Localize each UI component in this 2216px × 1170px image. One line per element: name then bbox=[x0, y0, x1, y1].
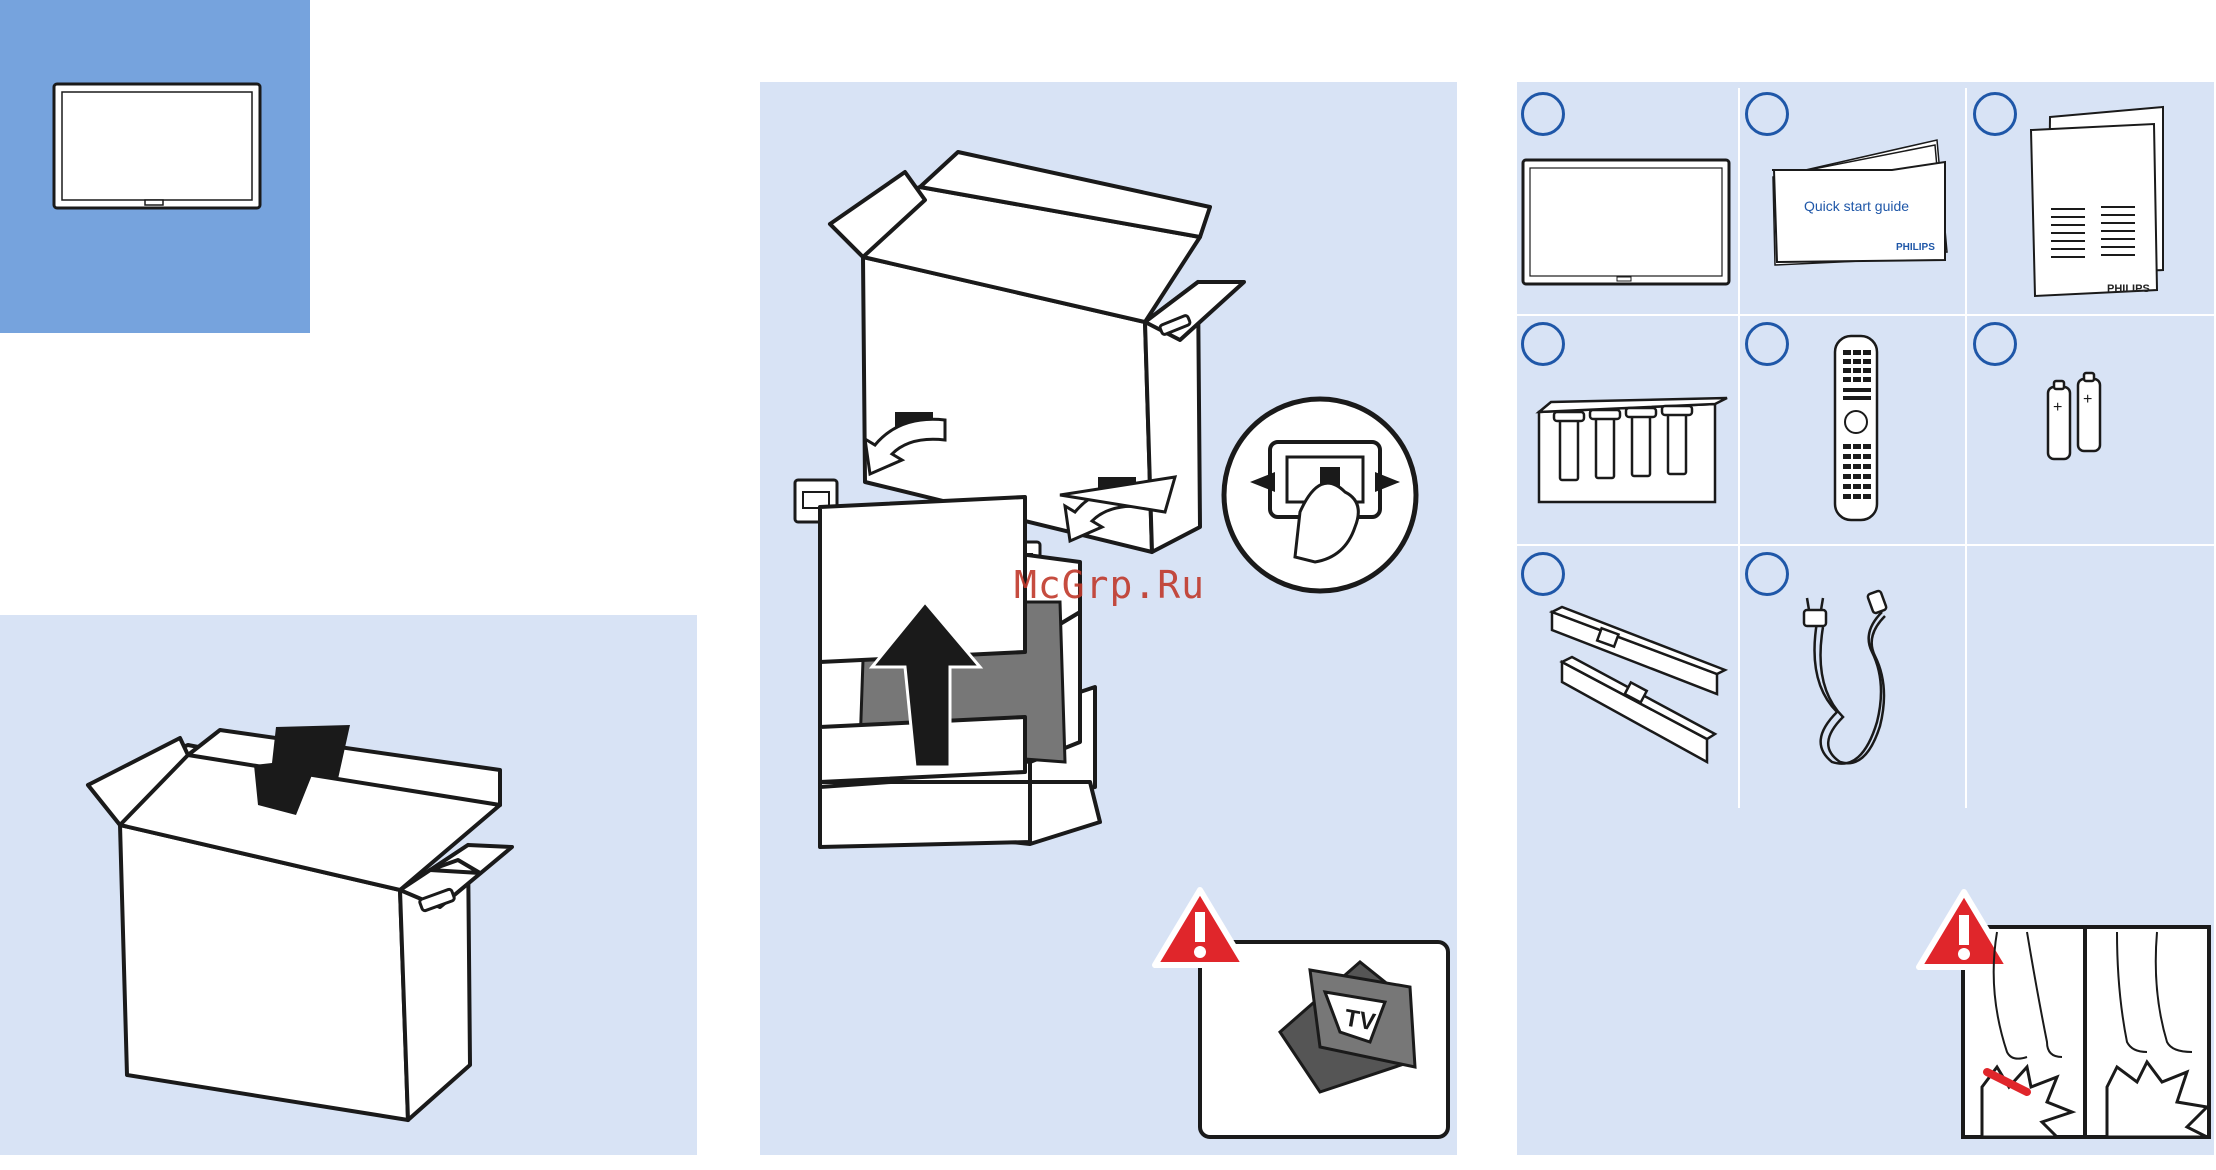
watermark: McGrp.Ru bbox=[1014, 563, 1205, 607]
screw-icon bbox=[1539, 398, 1727, 502]
svg-text:+: + bbox=[2053, 399, 2062, 416]
panel-accessories: Quick start guide PHILIPS PHILIPS bbox=[1517, 82, 2214, 1155]
box-icon bbox=[0, 615, 697, 1155]
warning-icon bbox=[1155, 890, 1245, 965]
tv-label: TV bbox=[1342, 1004, 1377, 1036]
stand-icon bbox=[1552, 607, 1725, 762]
tv-icon bbox=[1523, 160, 1729, 284]
svg-text:+: + bbox=[2083, 391, 2092, 408]
remote-icon bbox=[1835, 336, 1877, 520]
battery-icon: + + bbox=[2048, 373, 2100, 459]
tv-icon bbox=[0, 0, 310, 333]
panel-unpack-steps: TV bbox=[760, 82, 1457, 1155]
warning-icon bbox=[1919, 892, 2209, 1137]
quick-start-title: Quick start guide bbox=[1804, 198, 1909, 214]
quick-start-brand: PHILIPS bbox=[1896, 242, 1935, 253]
box-icon bbox=[830, 152, 1244, 552]
manual-icon: PHILIPS bbox=[2031, 107, 2163, 296]
manual-icon: Quick start guide PHILIPS bbox=[1772, 140, 1947, 265]
panel-open-box bbox=[0, 615, 697, 1155]
header-tv-block bbox=[0, 0, 310, 333]
power-cord-icon bbox=[1804, 590, 1887, 763]
leaflet-brand: PHILIPS bbox=[2107, 283, 2150, 295]
